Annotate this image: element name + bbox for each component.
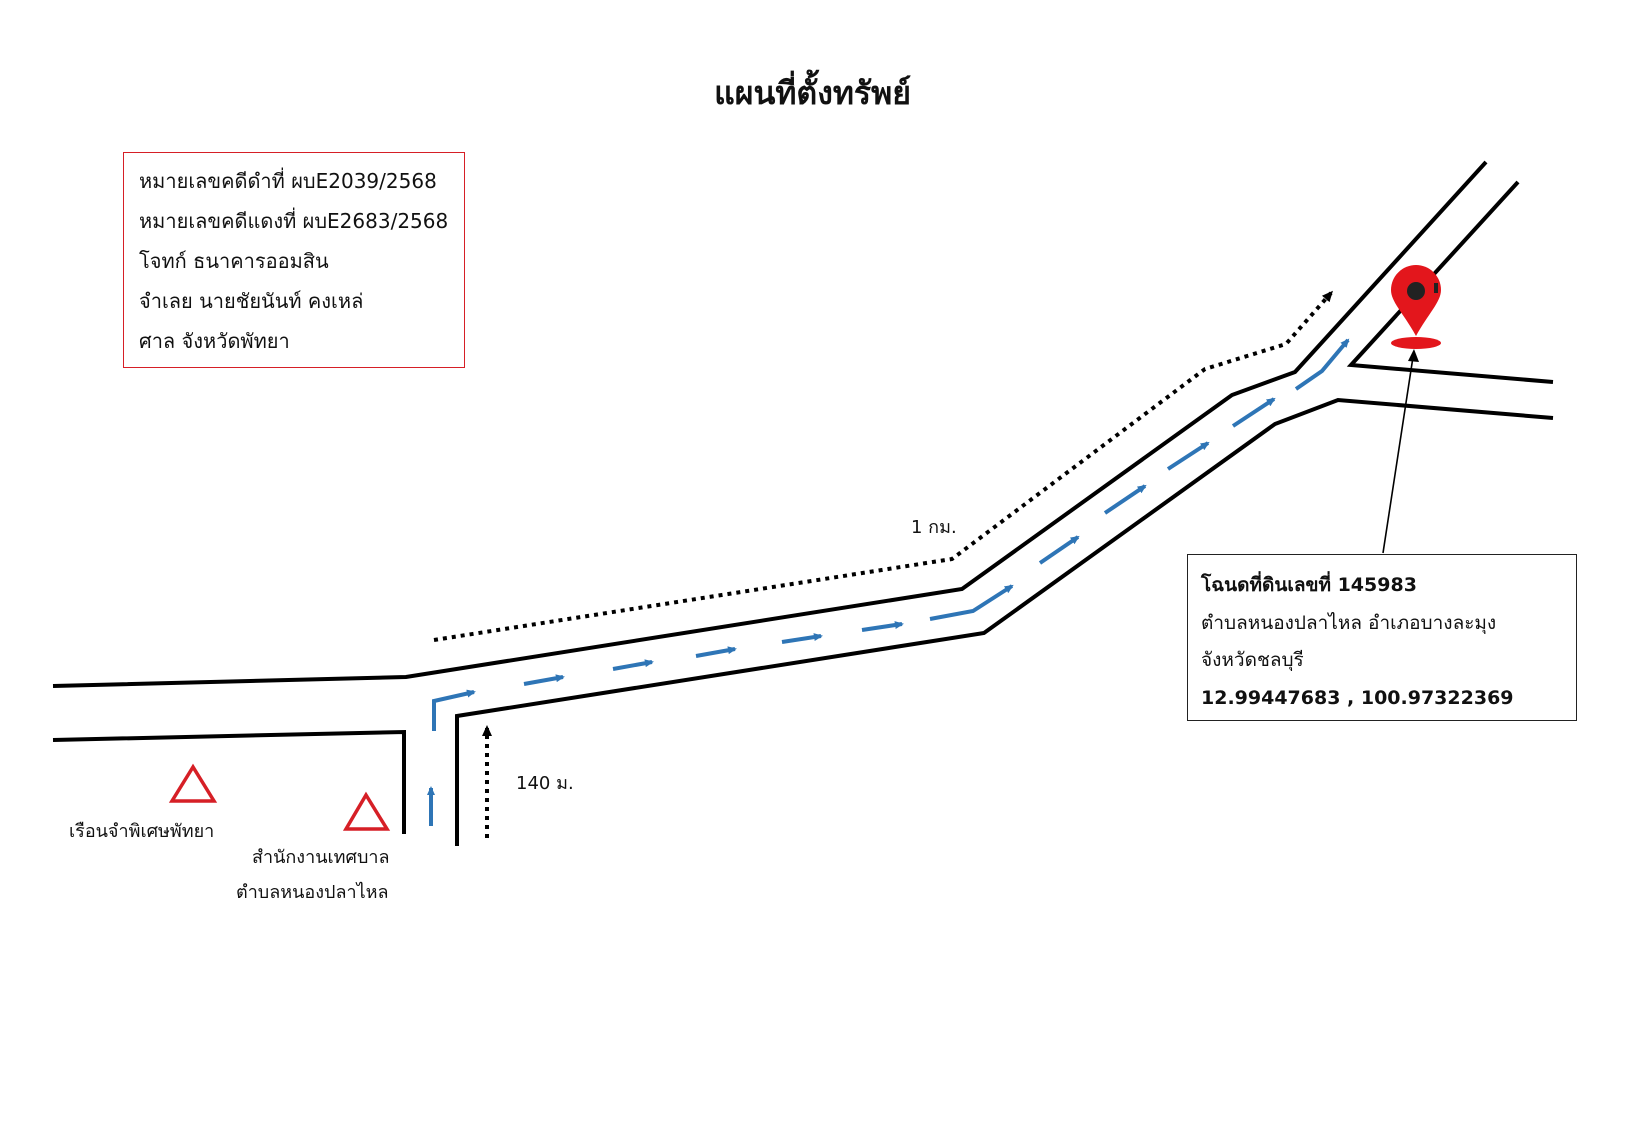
triangle-icon (342, 791, 391, 831)
roads (52, 160, 1554, 846)
deed-info-box: โฉนดที่ดินเลขที่ 145983 ตำบลหนองปลาไหล อ… (1187, 554, 1577, 721)
distance-line-main (433, 290, 1333, 642)
court: ศาล จังหวัดพัทยา (139, 329, 290, 353)
route-arrow (929, 584, 1014, 621)
defendant: จำเลย นายชัยนันท์ คงเหล่ (139, 289, 364, 313)
route-arrow (781, 633, 823, 644)
black-case-number: หมายเลขคดีดำที่ ผบE2039/2568 (139, 169, 437, 193)
route-arrow (695, 646, 737, 658)
deed-coordinates: 12.99447683 , 100.97322369 (1201, 686, 1514, 709)
case-info-box: หมายเลขคดีดำที่ ผบE2039/2568 หมายเลขคดีแ… (123, 152, 465, 368)
distance-indicators (433, 290, 1333, 838)
deed-address-line2: จังหวัดชลบุรี (1201, 649, 1304, 671)
deed-pointer (1382, 349, 1419, 554)
route-arrows (427, 338, 1350, 826)
route-arrow (612, 659, 654, 671)
deed-number: โฉนดที่ดินเลขที่ 145983 (1201, 574, 1417, 596)
main-road-south-edge-west (52, 729, 406, 834)
route-arrow (1103, 484, 1147, 515)
map-pin-icon (1391, 265, 1441, 349)
landmark-label-municipality-2: ตำบลหนองปลาไหล (236, 882, 389, 903)
distance-label-side: 140 ม. (516, 773, 574, 794)
map-title: แผนที่ตั้งทรัพย์ (714, 74, 911, 112)
landmark-label-municipality-1: สำนักงานเทศบาล (252, 847, 390, 868)
plaintiff: โจทก์ ธนาคารออมสิน (139, 249, 329, 273)
route-arrow (1294, 338, 1350, 391)
triangle-icon (168, 763, 218, 803)
route-arrow (1038, 535, 1080, 565)
main-road-south-edge-east (455, 397, 1554, 846)
landmark-label-prison: เรือนจำพิเศษพัทยา (69, 821, 215, 842)
distance-label-main: 1 กม. (911, 517, 957, 538)
route-arrow (1231, 397, 1276, 428)
route-arrow (861, 621, 904, 632)
route-arrow (523, 674, 565, 686)
branch-road-north-edge (1346, 180, 1554, 384)
landmark-markers (168, 763, 391, 831)
main-road-north-edge (52, 160, 1488, 688)
red-case-number: หมายเลขคดีแดงที่ ผบE2683/2568 (139, 209, 449, 233)
deed-address-line1: ตำบลหนองปลาไหล อำเภอบางละมุง (1201, 611, 1497, 634)
route-arrow (1166, 441, 1210, 471)
route-arrow (432, 689, 476, 731)
